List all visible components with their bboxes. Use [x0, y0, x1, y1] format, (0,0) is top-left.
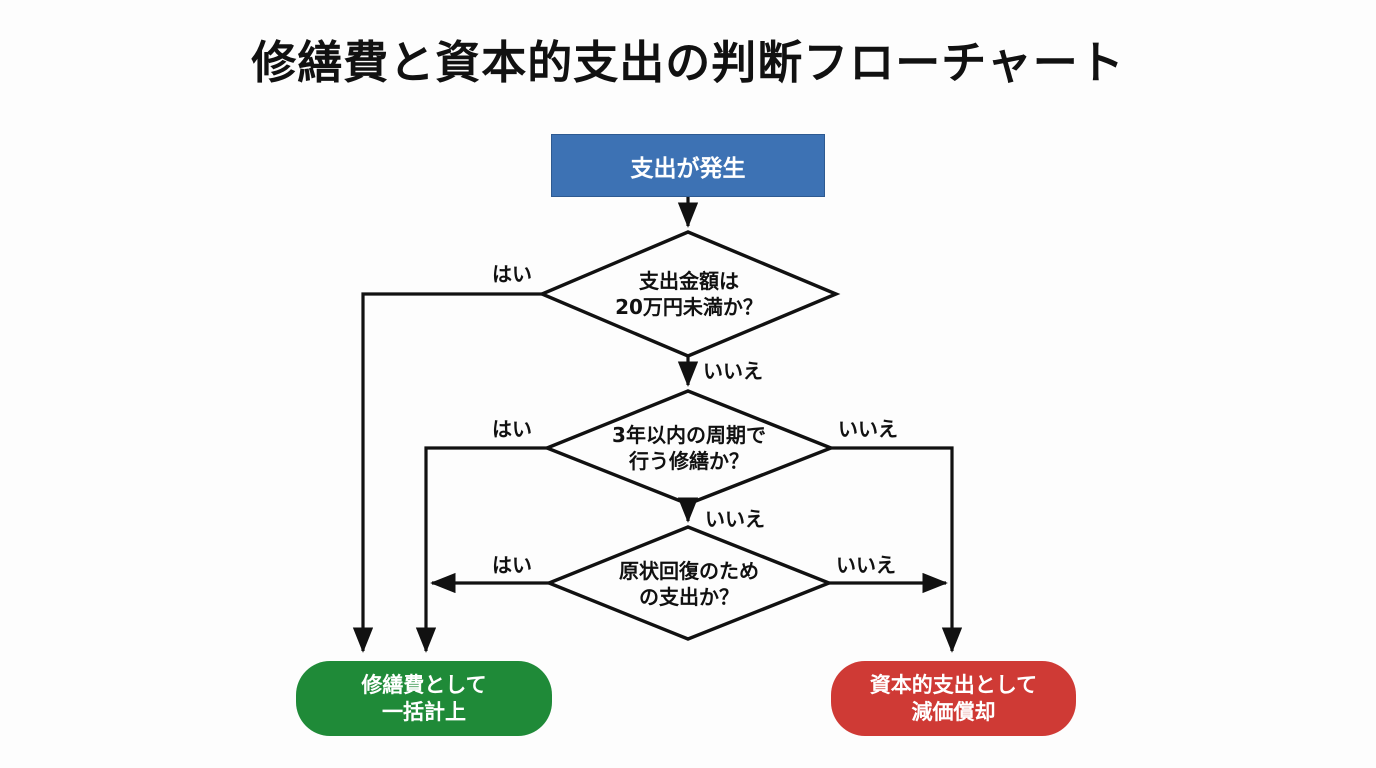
decision3-diamond	[544, 525, 834, 641]
edge-label-decision3-yes: はい	[492, 553, 532, 577]
repair-line1: 修繕費として	[361, 673, 487, 698]
edge-label-decision1-no: いいえ	[703, 359, 763, 383]
capital-line1: 資本的支出として	[869, 673, 1038, 698]
repair-line2: 一括計上	[382, 699, 466, 724]
node-capital-expenditure[interactable]: 資本的支出として 減価償却	[831, 661, 1076, 736]
edge-label-decision1-yes: はい	[492, 262, 532, 286]
node-repair-expense[interactable]: 修繕費として 一括計上	[296, 661, 552, 736]
capital-line2: 減価償却	[911, 699, 996, 724]
edge-label-decision2-yes: はい	[492, 417, 532, 441]
node-start-label: 支出が発生	[630, 155, 746, 182]
decision1-diamond	[537, 230, 841, 358]
page-title: 修繕費と資本的支出の判断フローチャート	[251, 36, 1125, 89]
edge-decision1-yes-to-repair	[352, 292, 542, 653]
edge-decision2-yes-to-repair	[415, 446, 547, 653]
edge-label-decision2-no-down: いいえ	[705, 507, 765, 531]
decision2-diamond	[542, 389, 836, 506]
edge-decision2-no-to-capital	[831, 446, 963, 653]
edge-label-decision2-no: いいえ	[838, 417, 898, 441]
edge-label-decision3-no: いいえ	[836, 553, 896, 577]
node-start[interactable]: 支出が発生	[551, 134, 825, 197]
